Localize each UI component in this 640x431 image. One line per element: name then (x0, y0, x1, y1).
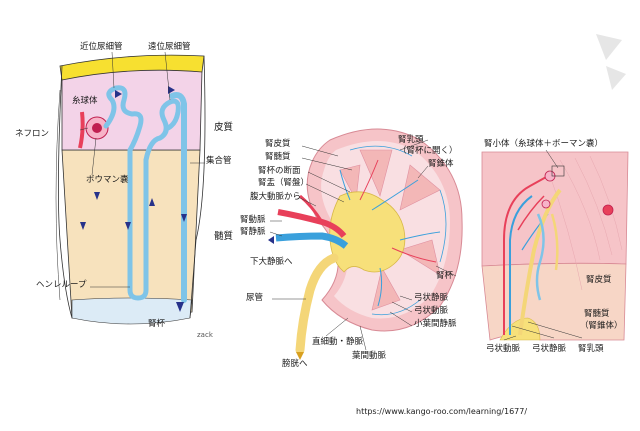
label-to-bladder: 膀胱へ (282, 359, 308, 369)
label-papilla-line1: 腎乳頭 (398, 135, 424, 145)
label-ureter: 尿管 (246, 293, 264, 303)
label-kidney-calyx: 腎杯 (436, 271, 454, 281)
kidney-pyramids (339, 149, 441, 311)
label-vasa-recta: 直細動・静脈 (312, 337, 364, 347)
arcuate-vessels (349, 145, 447, 316)
label-corpuscle-cortex: 腎皮質 (586, 275, 612, 285)
label-nephron: ネフロン (15, 129, 50, 139)
nephron-calyx-region (71, 297, 193, 325)
credit-text: zack (197, 331, 213, 339)
kidney-panel (268, 128, 463, 360)
distal-tubule (143, 98, 181, 163)
label-pyramid: 腎錐体 (428, 159, 454, 169)
label-interlobar-artery: 葉間動脈 (352, 351, 387, 361)
label-corpuscle-papilla: 腎乳頭 (578, 344, 604, 354)
label-corpuscle-title: 腎小体（糸球体＋ボーマン嚢） (484, 139, 604, 149)
label-from-aorta: 腹大動脈から (250, 192, 302, 202)
label-corpuscle-medulla-line1: 腎髄質 (584, 309, 610, 319)
label-calyx: 腎杯 (148, 319, 166, 329)
source-url: https://www.kango-roo.com/learning/1677/ (356, 407, 528, 416)
label-corpuscle-medulla-line2: （腎錐体） (580, 321, 623, 331)
corpuscle-vein (509, 195, 533, 335)
renal-vein (275, 232, 349, 249)
label-collecting-duct: 集合管 (206, 156, 232, 166)
label-cortex: 皮質 (214, 122, 234, 133)
corpuscle-panel (481, 149, 629, 341)
collecting-duct (169, 92, 187, 303)
label-corpuscle-arcuate-vein: 弓状静脈 (532, 344, 567, 354)
watermark-decoration (596, 34, 626, 90)
label-calyx-section: 腎杯の断面 (258, 166, 301, 176)
label-papilla-line2: （腎杯に開く） (398, 146, 458, 156)
nephron-outline-right (189, 55, 206, 319)
nephron-outline-left (58, 65, 73, 319)
label-kidney-cortex: 腎皮質 (265, 139, 291, 149)
label-renal-vein: 腎静脈 (240, 227, 266, 237)
label-medulla: 髄質 (214, 231, 234, 242)
label-henle-loop: ヘンレループ (36, 280, 87, 290)
label-glomerulus: 糸球体 (72, 96, 98, 106)
label-proximal-tubule: 近位尿細管 (80, 42, 123, 52)
label-bowman-capsule: ボウマン嚢 (86, 175, 129, 185)
label-distal-tubule: 遠位尿細管 (148, 42, 191, 52)
label-kidney-arcuate-artery: 弓状動脈 (414, 306, 449, 316)
flow-arrows (80, 86, 187, 312)
label-kidney-arcuate-vein: 弓状静脈 (414, 293, 449, 303)
label-renal-pelvis: 腎盂（腎盤） (258, 178, 310, 188)
label-kidney-medulla: 腎髄質 (265, 152, 291, 162)
interlobar-vessels (339, 159, 441, 307)
label-corpuscle-arcuate-artery: 弓状動脈 (486, 344, 521, 354)
label-to-ivc: 下大静脈へ (250, 257, 293, 267)
ureter (295, 253, 339, 355)
label-interlobular-vein: 小葉間静脈 (414, 319, 457, 329)
label-renal-artery: 腎動脈 (240, 215, 266, 225)
proximal-tubule (103, 85, 149, 301)
corpuscle-glomeruli (541, 165, 614, 216)
corpuscle-collecting-duct (518, 188, 562, 336)
afferent-vessel (78, 111, 85, 149)
nephron-capsule-band (59, 54, 205, 81)
nephron-panel (55, 51, 206, 325)
corpuscle-artery (503, 175, 549, 335)
nephron-bracket (55, 89, 61, 301)
